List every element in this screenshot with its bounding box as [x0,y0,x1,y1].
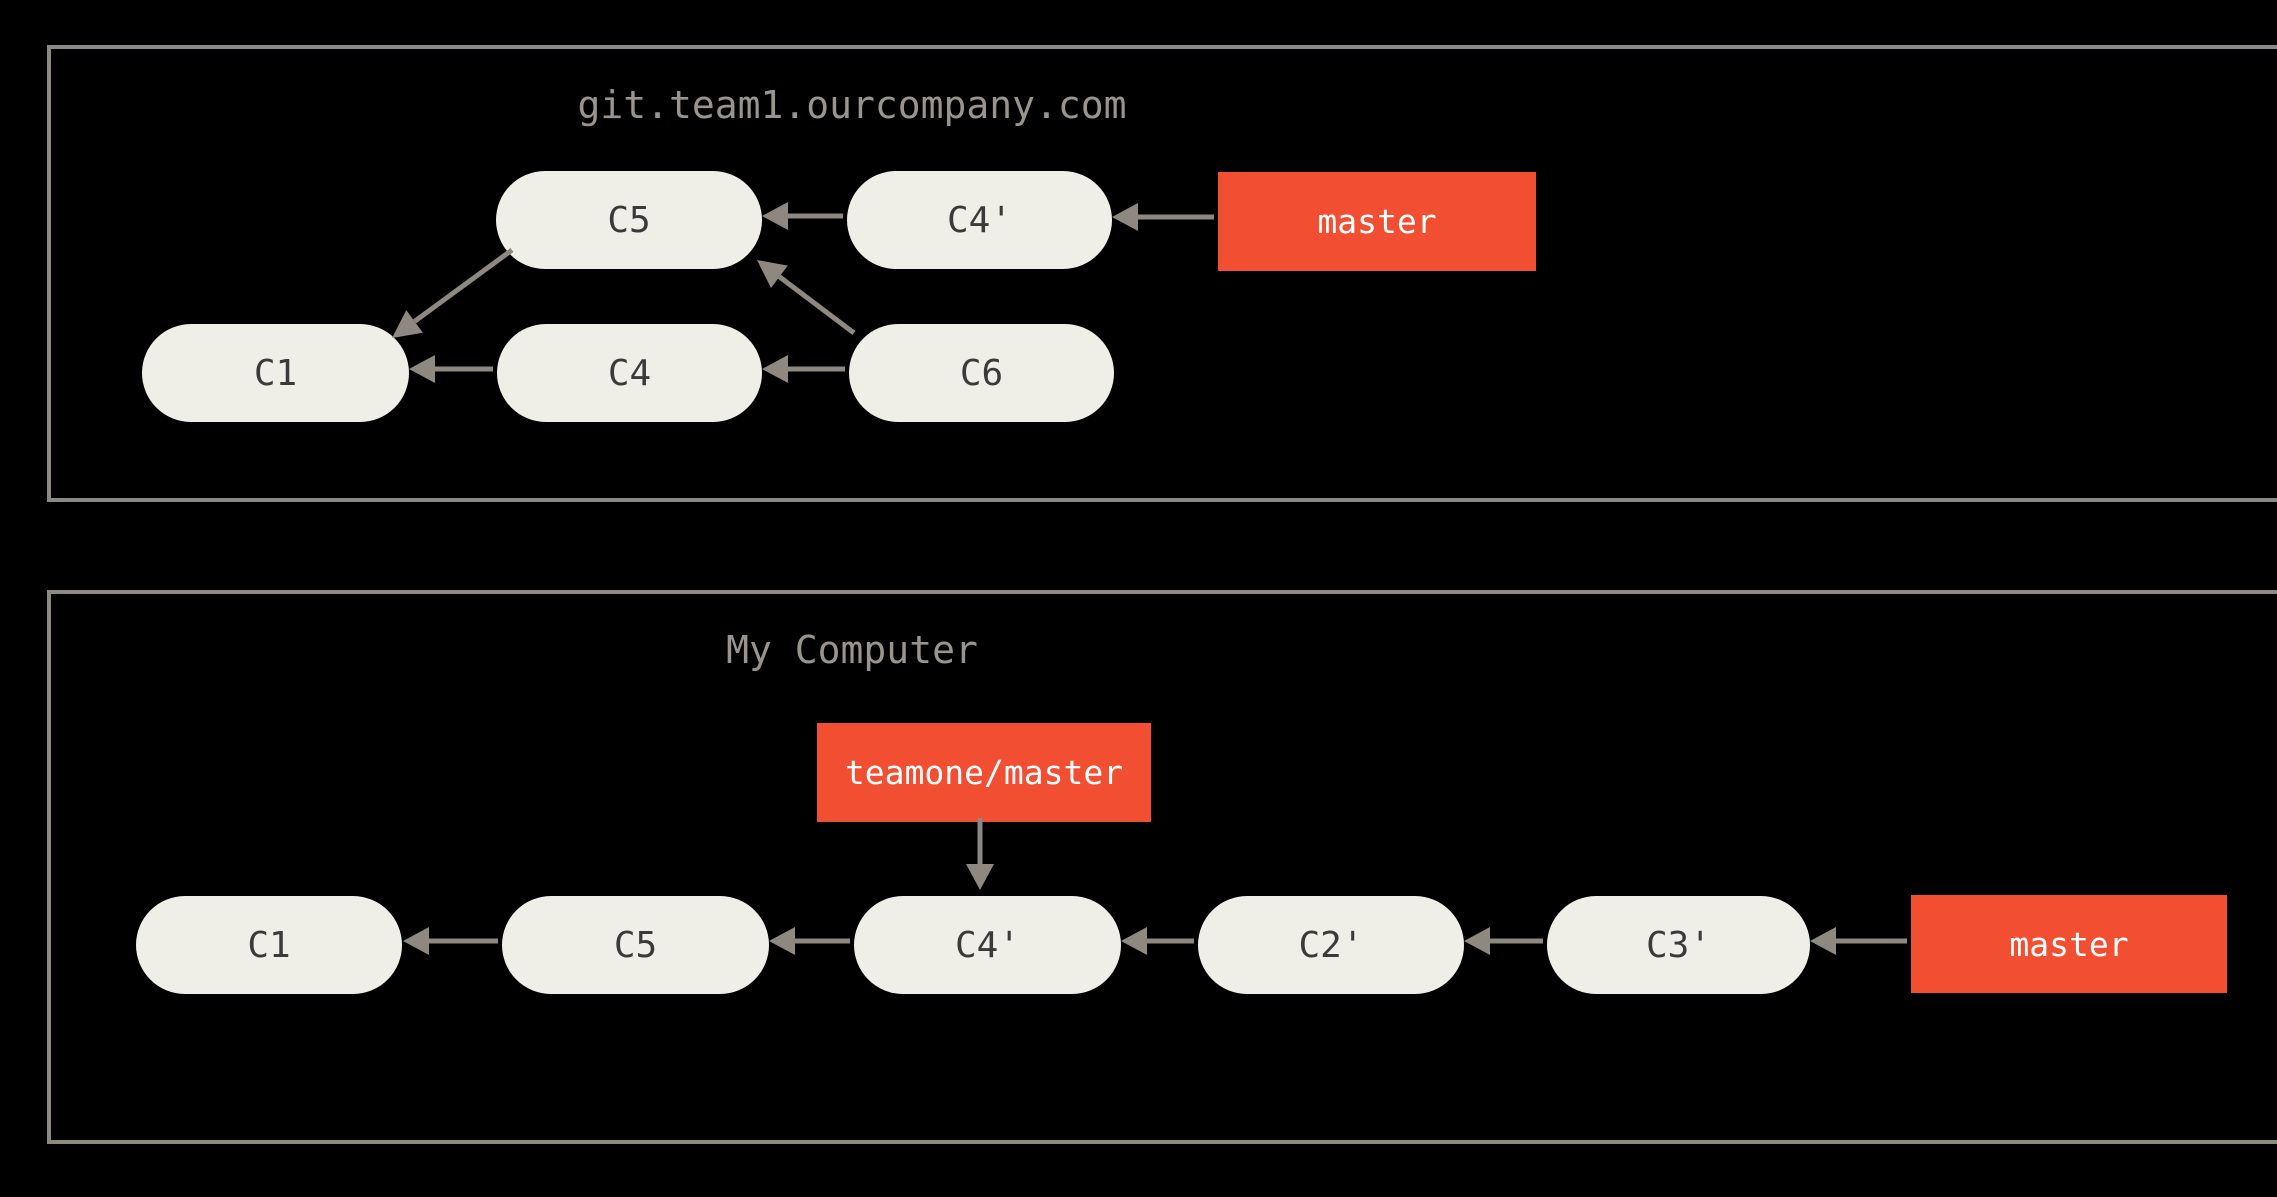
remote-repo-box: git.team1.ourcompany.com C5 C4' master C… [47,45,2277,502]
remote-commit-node-c4-prime: C4' [847,171,1112,269]
remote-repo-title: git.team1.ourcompany.com [577,83,1127,127]
remote-branch-label-master: master [1218,172,1536,271]
local-commit-node-c3-prime: C3' [1547,896,1810,994]
remote-commit-node-c1: C1 [142,324,409,422]
local-commit-node-c2-prime: C2' [1198,896,1464,994]
local-commit-node-c4-prime: C4' [854,896,1121,994]
local-commit-node-c5: C5 [502,896,769,994]
local-branch-label-teamone-master: teamone/master [817,723,1151,822]
local-repo-box: My Computer teamone/master C1 C5 C4' C2'… [47,590,2277,1144]
local-branch-label-master: master [1911,895,2227,993]
local-commit-node-c1: C1 [136,896,402,994]
local-repo-title: My Computer [726,628,978,672]
remote-commit-node-c5: C5 [496,171,762,269]
remote-commit-node-c6: C6 [849,324,1114,422]
remote-commit-node-c4: C4 [497,324,762,422]
